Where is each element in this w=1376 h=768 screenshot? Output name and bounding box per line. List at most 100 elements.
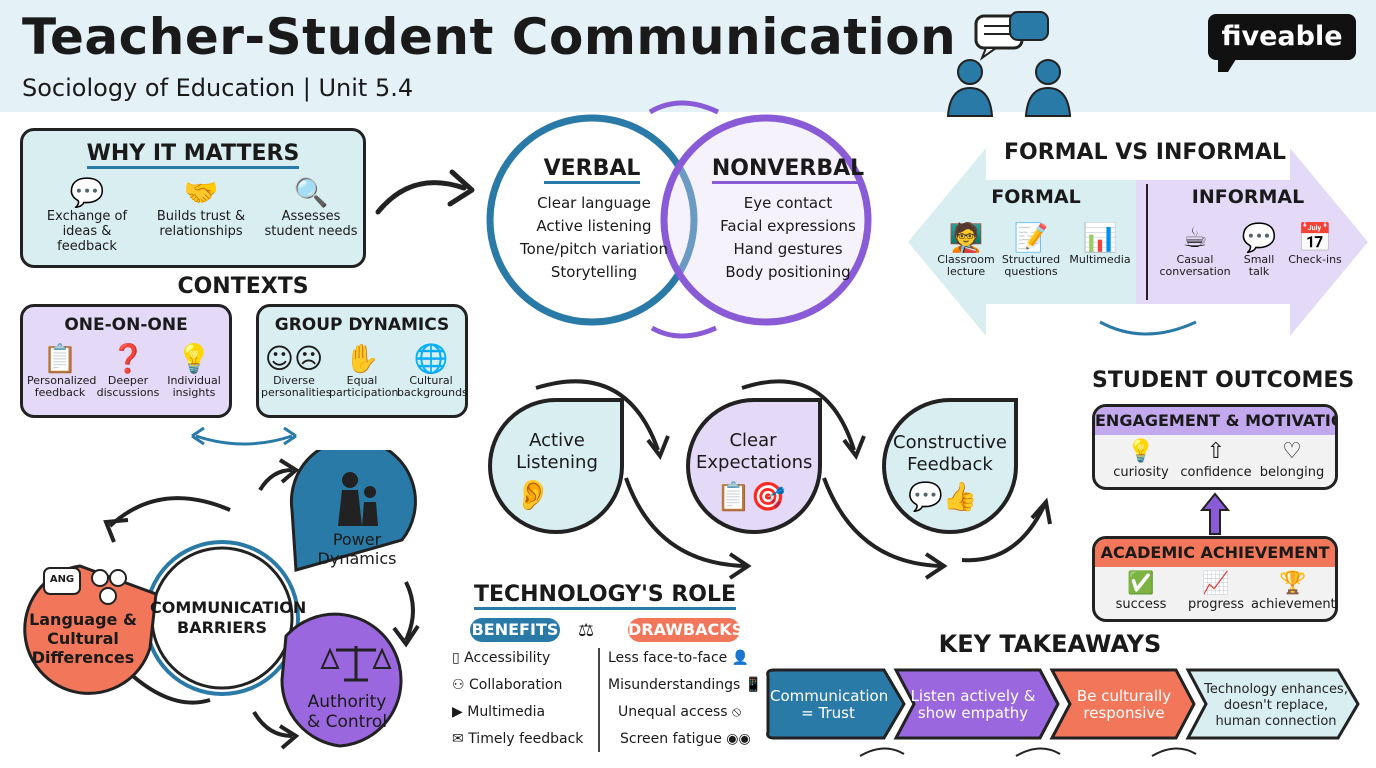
benefit-row: ⚇ Collaboration	[452, 677, 562, 693]
takeaway-line: = Trust	[801, 704, 855, 722]
engagement-item-label: confidence	[1180, 465, 1252, 480]
contexts-heading: CONTEXTS	[177, 274, 309, 299]
benefits-pill: BENEFITS	[470, 618, 560, 642]
informal-item: 📅 Check-ins	[1284, 222, 1346, 266]
context-item-label: Equal	[346, 374, 378, 387]
one-on-one-panel: ONE-ON-ONE 📋 Personalized feedback ❓ Dee…	[20, 304, 232, 418]
benefit-label: Timely feedback	[468, 731, 584, 747]
takeaway-item: Listen actively & show empathy	[906, 688, 1040, 722]
nonverbal-list: Eye contact Facial expressions Hand gest…	[698, 192, 878, 284]
up-arrow-purple-icon	[1200, 492, 1230, 535]
context-item: 🌐 Cultural backgrounds	[397, 342, 468, 399]
informal-item: 💬 Small talk	[1234, 222, 1284, 278]
verbal-heading: VERBAL	[502, 156, 682, 184]
formal-item-label: Structured	[1001, 253, 1061, 266]
formal-item: 📝 Structured questions	[998, 222, 1064, 278]
verbal-item: Storytelling	[550, 263, 638, 281]
checklist-icon: 📝	[1013, 221, 1049, 254]
tablet-icon: ▯	[452, 650, 460, 666]
context-item: ❓ Deeper discussions	[95, 343, 161, 399]
takeaways-heading: KEY TAKEAWAYS	[938, 630, 1162, 658]
phone-question-icon: 📱	[744, 677, 763, 693]
takeaway-line: Be culturally	[1076, 687, 1172, 705]
barriers-diagram	[23, 450, 420, 750]
checklist-target-icon: 📋🎯	[716, 480, 786, 513]
lightbulb-icon: 💡	[176, 342, 212, 375]
people-talking-icon	[946, 11, 1072, 117]
context-item-label: backgrounds	[397, 386, 468, 399]
verbal-item: Tone/pitch variation	[519, 240, 668, 258]
takeaway-line: Listen actively &	[910, 687, 1036, 705]
why-item-label: Builds trust &	[156, 209, 246, 224]
benefit-label: Collaboration	[469, 677, 563, 693]
group-dynamics-panel: GROUP DYNAMICS ☺☹ Diverse personalities …	[256, 304, 468, 418]
strategy-line: Clear	[729, 430, 777, 451]
drawbacks-pill: DRAWBACKS	[628, 618, 743, 642]
context-item: 📋 Personalized feedback	[27, 343, 97, 399]
takeaway-line: Technology enhances,	[1204, 682, 1348, 697]
engagement-item-label: curiosity	[1113, 465, 1169, 480]
why-item: 💬 Exchange of ideas & feedback	[37, 177, 137, 255]
takeaway-line: human connection	[1215, 714, 1337, 729]
takeaway-line: Communication	[770, 687, 889, 705]
engagement-item-label: belonging	[1259, 465, 1325, 480]
ang-bubble-label: ANG	[49, 574, 75, 585]
why-item: 🔍 Assesses student needs	[261, 177, 361, 240]
drawback-row: Less face-to-face 👤	[608, 650, 749, 666]
informal-item-label: Small	[1243, 253, 1275, 266]
why-item-label: student needs	[264, 224, 358, 239]
power-dynamics-label: Power Dynamics	[312, 530, 402, 568]
page-subtitle: Sociology of Education | Unit 5.4	[22, 74, 414, 102]
language-line: Cultural	[47, 629, 119, 648]
formal-item: 📊 Multimedia	[1066, 222, 1134, 266]
benefit-row: ▶ Multimedia	[452, 704, 545, 720]
formal-informal-heading: FORMAL VS INFORMAL	[1003, 140, 1286, 165]
nonverbal-item: Hand gestures	[733, 240, 843, 258]
one-on-one-heading: ONE-ON-ONE	[64, 315, 188, 335]
drawback-label: Screen fatigue	[620, 731, 722, 747]
tired-eyes-icon: ◉◉	[726, 731, 751, 747]
contexts-double-arrow-icon	[191, 426, 297, 446]
language-line: Language &	[29, 610, 137, 629]
authority-label: Authority & Control	[300, 692, 394, 732]
academic-item: 🏆 achievement	[1251, 571, 1335, 612]
engagement-panel: ENGAGEMENT & MOTIVATION 💡 curiosity ⇧ co…	[1092, 404, 1338, 490]
context-item: 💡 Individual insights	[161, 343, 227, 399]
context-item: ☺☹ Diverse personalities	[261, 343, 331, 399]
power-dynamics-line: Power	[332, 530, 382, 549]
lightbulb-icon: 💡	[1127, 439, 1155, 464]
page-title: Teacher-Student Communication	[22, 8, 957, 66]
balance-icon: ⚖	[578, 620, 595, 641]
strategy-line: Feedback	[907, 454, 993, 475]
barriers-center-label: COMMUNICATION BARRIERS	[150, 598, 306, 638]
formal-item-label: questions	[1004, 265, 1058, 278]
context-item-label: Personalized	[27, 374, 97, 387]
context-item-label: Individual	[167, 374, 221, 387]
takeaway-item: Be culturally responsive	[1068, 688, 1180, 722]
question-bubble-icon: ❓	[110, 342, 146, 375]
academic-item-label: achievement	[1251, 597, 1336, 612]
chat-icon: 💬	[1241, 221, 1277, 254]
engagement-item: ⇧ confidence	[1177, 439, 1255, 480]
verbal-item: Active listening	[536, 217, 652, 235]
globe-icon: 🌐	[413, 342, 449, 375]
envelope-icon: ✉	[452, 731, 464, 747]
takeaway-item: Technology enhances, doesn't replace, hu…	[1200, 682, 1352, 730]
video-icon: ▶	[452, 704, 463, 720]
up-arrow-icon: ⇧	[1206, 439, 1226, 464]
chat-thumbs-up-icon: 💬👍	[908, 480, 978, 513]
drawback-label: Less face-to-face	[608, 650, 728, 666]
context-item-label: feedback	[34, 386, 86, 399]
informal-item-label: talk	[1248, 265, 1270, 278]
takeaway-line: responsive	[1083, 704, 1165, 722]
benefit-label: Accessibility	[464, 650, 551, 666]
strategy-line: Listening	[516, 452, 598, 473]
drawback-row: Screen fatigue ◉◉	[620, 731, 751, 747]
context-item-label: Deeper	[107, 374, 149, 387]
formal-item: 🧑‍🏫 Classroom lecture	[934, 222, 998, 278]
technology-divider	[598, 648, 600, 752]
engagement-heading: ENGAGEMENT & MOTIVATION	[1095, 407, 1335, 435]
academic-panel: ACADEMIC ACHIEVEMENT ✅ success 📈 progres…	[1092, 536, 1338, 622]
outcomes-heading: STUDENT OUTCOMES	[1092, 368, 1355, 393]
benefit-label: Multimedia	[467, 704, 546, 720]
